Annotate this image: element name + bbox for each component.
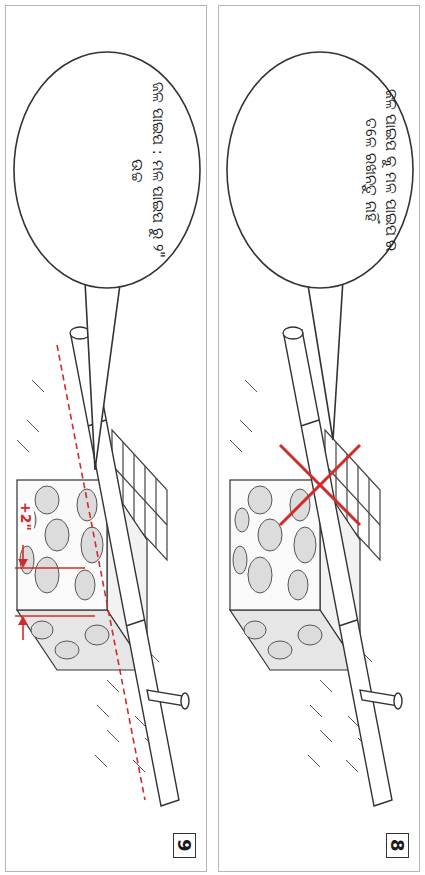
bubble-tail <box>85 280 120 470</box>
speech-bubble: ଜଳ ପାଇପ : ମଳ ପାଇପ ରୁ ୨" ଉଚ୍ଚ <box>12 50 202 290</box>
callout-number: 8 <box>386 833 409 858</box>
bubble-outline <box>12 50 202 290</box>
dimension-label: +2" <box>18 500 34 533</box>
bubble-tail <box>308 280 343 440</box>
bubble-text: ଜଳ ପାଇପ କୁ ମଳ ପାଇପ ର ତଳେ ରଖନ୍ତୁ ନାହିଁ <box>361 75 402 265</box>
bubble-text: ଜଳ ପାଇପ : ମଳ ପାଇପ ରୁ ୨" ଉଚ୍ଚ <box>127 75 168 265</box>
speech-bubble: ଜଳ ପାଇପ କୁ ମଳ ପାଇପ ର ତଳେ ରଖନ୍ତୁ ନାହିଁ <box>225 50 415 290</box>
callout-number: 9 <box>173 833 196 858</box>
